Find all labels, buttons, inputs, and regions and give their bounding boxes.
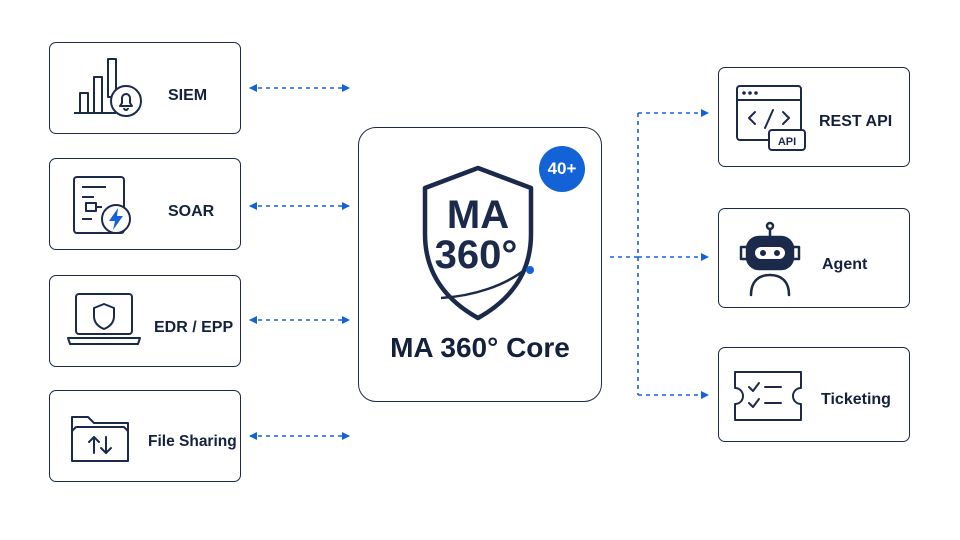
ticketing-label: Ticketing xyxy=(821,391,891,408)
folder-transfer-icon xyxy=(71,416,129,462)
rest-api-card[interactable]: API REST API xyxy=(718,67,910,167)
ticketing-card[interactable]: Ticketing xyxy=(718,347,910,442)
ticket-checklist-icon xyxy=(734,371,802,421)
integrations-count-badge: 40+ xyxy=(539,146,585,192)
soar-workflow-icon xyxy=(73,176,131,234)
rest-api-label: REST API xyxy=(819,113,893,130)
api-window-icon: API xyxy=(736,85,806,151)
laptop-shield-icon xyxy=(67,293,141,345)
soar-label: SOAR xyxy=(168,203,215,220)
edr-card[interactable]: EDR / EPP xyxy=(49,275,241,367)
siem-label: SIEM xyxy=(168,87,208,104)
core-card[interactable]: MA 360° 40+ MA 360° Core xyxy=(358,127,602,402)
robot-icon xyxy=(739,221,801,297)
agent-card[interactable]: Agent xyxy=(718,208,910,308)
core-title: MA 360° Core xyxy=(390,332,570,363)
edr-label: EDR / EPP xyxy=(154,319,234,336)
soar-card[interactable]: SOAR xyxy=(49,158,241,250)
file-sharing-label: File Sharing xyxy=(148,433,237,450)
logo-ma-text: MA xyxy=(447,193,509,237)
ma360-shield-logo-icon: MA 360° xyxy=(422,165,534,321)
api-icon-text: API xyxy=(778,136,796,148)
siem-card[interactable]: SIEM xyxy=(49,42,241,134)
agent-label: Agent xyxy=(822,256,868,273)
logo-360-text: 360° xyxy=(435,233,518,277)
siem-alert-chart-icon xyxy=(74,58,142,117)
file-sharing-card[interactable]: File Sharing xyxy=(49,390,241,482)
